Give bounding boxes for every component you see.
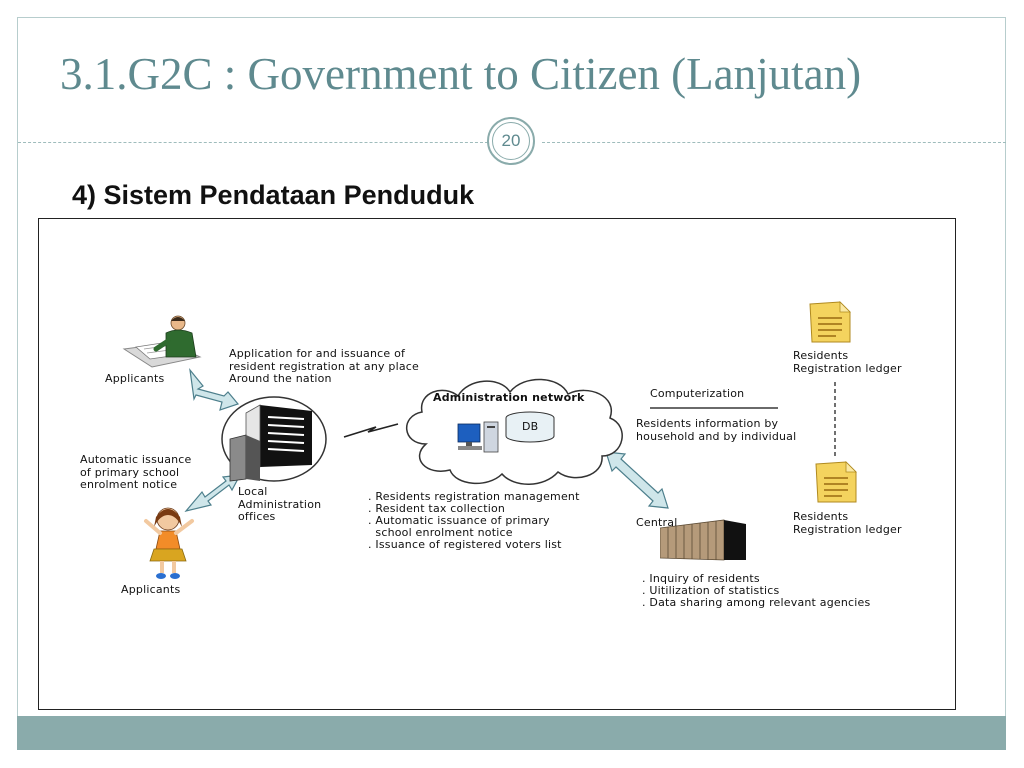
network-service-item: . Issuance of registered voters list [368, 538, 562, 551]
ledger-top-label: Residents Registration ledger [793, 349, 902, 375]
ledger-top-line: Registration ledger [793, 361, 902, 375]
ledger-document-icon-bottom [815, 461, 857, 503]
applicants-bottom-label: Applicants [121, 583, 181, 596]
network-service-item: . Automatic issuance of primary [368, 514, 550, 527]
db-label: DB [522, 420, 539, 433]
page-number-badge: 20 [487, 117, 535, 165]
local-admin-line: Administration [238, 497, 322, 511]
residents-info-line: Residents information by [636, 417, 779, 430]
section-heading: 4) Sistem Pendataan Penduduk [72, 180, 475, 210]
central-service-item: . Uitilization of statistics [642, 584, 780, 597]
application-note: Application for and issuance of resident… [229, 347, 419, 386]
ledger-document-icon-top [809, 301, 851, 343]
header-divider-left [18, 142, 488, 143]
central-label: Central [636, 516, 678, 529]
applicant-desk-icon [122, 315, 202, 368]
network-services-list: . Residents registration management . Re… [368, 491, 580, 551]
auto-issuance-line: of primary school [80, 465, 180, 479]
network-label: Administration network [433, 391, 585, 404]
computerization-label: Computerization [650, 387, 745, 400]
applicant-child-icon [144, 507, 194, 579]
arrow-network-to-central [605, 451, 669, 509]
central-services-list: . Inquiry of residents . Uitilization of… [642, 573, 870, 609]
ledger-bottom-line: Registration ledger [793, 522, 902, 536]
auto-issuance-line: enrolment notice [80, 478, 178, 491]
residents-info-label: Residents information by household and b… [636, 417, 797, 443]
auto-issuance-line: Automatic issuance [80, 453, 192, 466]
central-service-item: . Data sharing among relevant agencies [642, 596, 871, 609]
arrow-applicant-to-office [189, 367, 240, 411]
network-link-line [343, 423, 399, 438]
network-service-item: school enrolment notice [368, 526, 513, 539]
local-admin-line: offices [238, 510, 276, 523]
ledger-top-line: Residents [793, 349, 849, 362]
local-admin-line: Local [238, 485, 268, 498]
ledger-bottom-label: Residents Registration ledger [793, 510, 902, 536]
residents-info-line: household and by individual [636, 429, 797, 443]
application-note-line: Application for and issuance of [229, 347, 406, 360]
page-number: 20 [492, 122, 530, 160]
application-note-line: Around the nation [229, 372, 332, 385]
applicants-top-label: Applicants [105, 372, 165, 385]
local-office-building-icon [221, 396, 327, 482]
application-note-line: resident registration at any place [229, 359, 419, 373]
slide-title: 3.1.G2C : Government to Citizen (Lanjuta… [60, 49, 862, 99]
central-service-item: . Inquiry of residents [642, 572, 760, 585]
header-divider-right [542, 142, 1006, 143]
network-service-item: . Resident tax collection [368, 502, 506, 515]
central-building-icon [660, 519, 746, 561]
administration-network-cloud-icon [405, 378, 623, 485]
auto-issuance-note: Automatic issuance of primary school enr… [80, 453, 192, 492]
ledger-bottom-line: Residents [793, 510, 849, 523]
local-admin-label: Local Administration offices [238, 485, 322, 524]
network-service-item: . Residents registration management [368, 490, 580, 503]
footer-band [17, 716, 1006, 750]
